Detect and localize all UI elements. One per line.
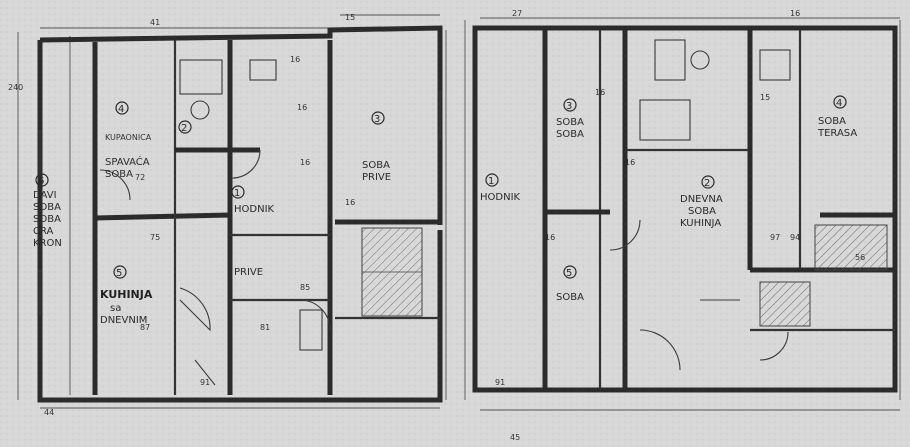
right-room-3-line-1: SOBA: [556, 117, 584, 128]
left-room-1: 1 HODNIK PRIVE: [231, 185, 275, 278]
svg-text:91: 91: [495, 378, 505, 387]
left-room-4: 4 SPAVAĆA SOBA: [105, 101, 150, 180]
left-room-2-number: 2: [181, 123, 187, 134]
svg-text:16: 16: [297, 103, 307, 112]
svg-text:45: 45: [510, 433, 520, 442]
left-room-6: 6 DAVI SOBA SOBA CRA KRON: [33, 173, 62, 249]
left-room-4-number: 4: [118, 104, 124, 115]
left-room-3-line-2: PRIVE: [362, 172, 391, 183]
svg-text:56: 56: [855, 253, 865, 262]
left-room-1-line-1: HODNIK: [234, 204, 275, 215]
right-room-3-number: 3: [566, 101, 572, 112]
svg-text:72: 72: [135, 173, 145, 182]
svg-text:16: 16: [625, 158, 635, 167]
right-room-4-line-1: SOBA: [818, 116, 846, 127]
left-room-3: 3 SOBA PRIVE: [362, 111, 391, 183]
right-room-1: 1 HODNIK: [480, 173, 521, 203]
right-room-1-line-1: HODNIK: [480, 192, 521, 203]
right-floor-plan: 27 16 16 16 16 97 94 56 91 45 15: [464, 9, 901, 442]
right-room-5: 5 SOBA: [556, 265, 584, 303]
left-room-3-line-1: SOBA: [362, 160, 390, 171]
svg-text:44: 44: [44, 408, 54, 417]
left-room-6-line-1: DAVI: [33, 190, 57, 201]
left-room-4-line-2: SOBA: [105, 169, 133, 180]
svg-text:85: 85: [300, 283, 310, 292]
svg-text:75: 75: [150, 233, 160, 242]
svg-text:16: 16: [290, 55, 300, 64]
svg-text:16: 16: [345, 198, 355, 207]
left-room-6-line-2: SOBA: [33, 202, 61, 213]
left-room-6-number: 6: [38, 176, 44, 187]
svg-text:87: 87: [140, 323, 150, 332]
left-room-5: 5 KUHINJA sa DNEVNIM: [100, 265, 153, 326]
right-room-2-line-3: KUHINJA: [680, 218, 721, 229]
left-room-2: 2 KUPAONICA: [105, 120, 192, 142]
right-room-2-line-2: SOBA: [688, 206, 716, 217]
right-room-5-number: 5: [566, 268, 572, 279]
left-room-1-number: 1: [234, 188, 240, 199]
right-room-2-number: 2: [704, 178, 710, 189]
left-room-1-line-2: PRIVE: [234, 267, 263, 278]
left-room-2-line-1: KUPAONICA: [105, 133, 152, 142]
left-room-5-line-3: DNEVNIM: [100, 315, 147, 326]
svg-text:16: 16: [545, 233, 555, 242]
svg-text:94: 94: [790, 233, 800, 242]
left-room-3-number: 3: [374, 114, 380, 125]
svg-text:240: 240: [8, 83, 23, 92]
right-room-5-line-1: SOBA: [556, 292, 584, 303]
left-room-4-line-1: SPAVAĆA: [105, 155, 150, 168]
svg-text:16: 16: [790, 9, 800, 18]
svg-text:16: 16: [300, 158, 310, 167]
svg-text:15: 15: [760, 93, 770, 102]
right-room-4-number: 4: [836, 98, 842, 109]
right-room-2: 2 DNEVNA SOBA KUHINJA: [680, 175, 723, 229]
right-room-3-line-2: SOBA: [556, 129, 584, 140]
svg-text:41: 41: [150, 18, 160, 27]
right-room-4: 4 SOBA TERASA: [817, 95, 857, 139]
right-room-4-line-2: TERASA: [817, 128, 857, 139]
svg-text:81: 81: [260, 323, 270, 332]
left-floor-plan: 15 41 240 16 16 16 87 75 72 85 81 91 44 …: [8, 13, 447, 417]
left-room-5-line-2: sa: [110, 303, 121, 314]
svg-text:97: 97: [770, 233, 780, 242]
left-room-6-line-4: CRA: [33, 226, 54, 237]
right-room-1-number: 1: [488, 176, 494, 187]
right-room-2-line-1: DNEVNA: [680, 194, 723, 205]
left-room-6-line-3: SOBA: [33, 214, 61, 225]
left-room-6-line-5: KRON: [33, 238, 62, 249]
right-room-3: 3 SOBA SOBA: [556, 98, 584, 140]
left-room-5-number: 5: [116, 268, 122, 279]
svg-text:15: 15: [345, 13, 355, 22]
svg-text:91: 91: [200, 378, 210, 387]
svg-text:16: 16: [595, 88, 605, 97]
left-room-5-line-1: KUHINJA: [100, 288, 153, 301]
svg-text:27: 27: [512, 9, 522, 18]
